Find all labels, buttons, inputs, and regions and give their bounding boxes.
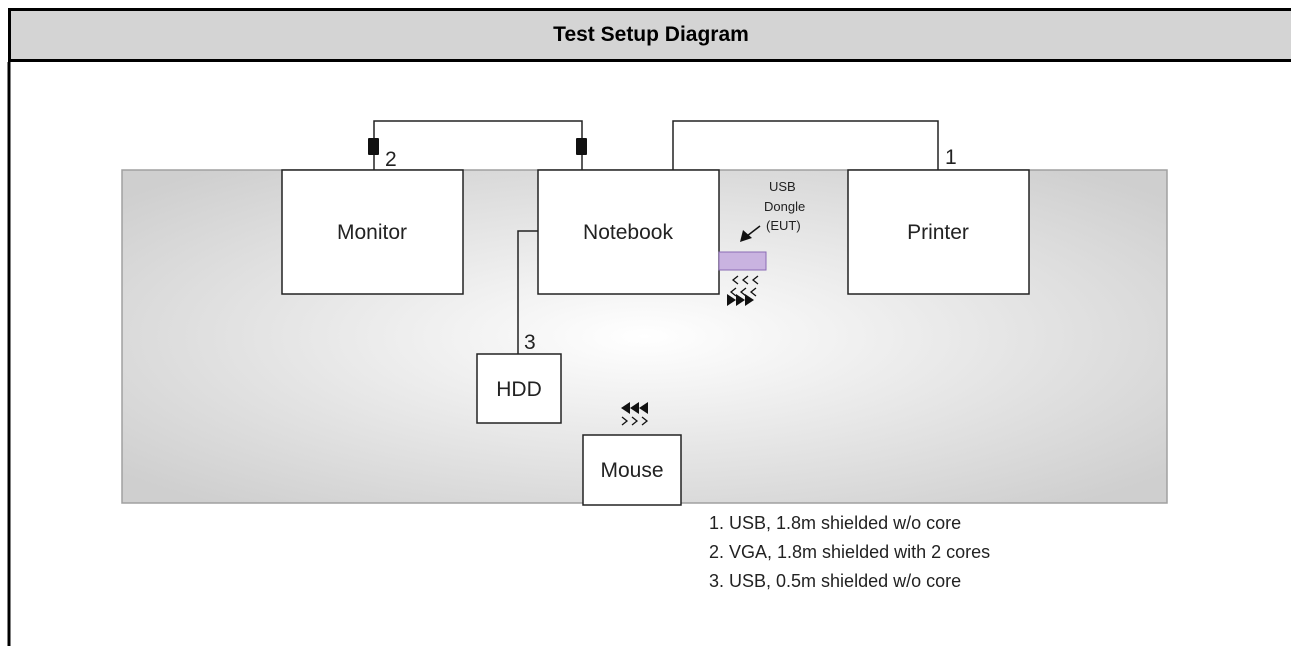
usb-dongle-eut: [718, 251, 767, 271]
printer-label: Printer: [907, 221, 969, 244]
dongle-label-line2: Dongle: [764, 199, 805, 214]
dongle-label-line1: USB: [769, 179, 796, 194]
mouse-device: Mouse: [582, 434, 682, 506]
mouse-label: Mouse: [600, 459, 663, 482]
cable-number-1: 1: [945, 146, 957, 169]
ferrite-core-icon: [368, 138, 379, 155]
wireless-signal-icon: [729, 275, 759, 297]
printer-device: Printer: [847, 169, 1030, 295]
page-title: Test Setup Diagram: [553, 23, 749, 46]
cable-number-3: 3: [524, 331, 536, 354]
ferrite-core-icon: [576, 138, 587, 155]
legend-item: 1. USB, 1.8m shielded w/o core: [709, 513, 961, 533]
usb-cable-3: [517, 230, 538, 354]
legend-item: 3. USB, 0.5m shielded w/o core: [709, 571, 961, 591]
notebook-label: Notebook: [583, 221, 673, 244]
dongle-label-line3: (EUT): [766, 218, 801, 233]
wireless-arrow-icon: [727, 294, 754, 306]
wireless-arrow-icon: [621, 402, 648, 414]
wireless-signal-icon: [621, 416, 649, 426]
legend-item: 2. VGA, 1.8m shielded with 2 cores: [709, 542, 990, 562]
diagram-header: Test Setup Diagram: [8, 8, 1291, 62]
monitor-label: Monitor: [337, 221, 407, 244]
cable-number-2: 2: [385, 148, 397, 171]
usb-cable-1: [672, 120, 939, 170]
notebook-device: Notebook: [537, 169, 720, 295]
hdd-device: HDD: [476, 353, 562, 424]
monitor-device: Monitor: [281, 169, 464, 295]
pointer-arrow-icon: [740, 225, 761, 242]
vga-cable-2: [373, 120, 583, 155]
cable-legend: 1. USB, 1.8m shielded w/o core 2. VGA, 1…: [709, 513, 990, 591]
hdd-label: HDD: [496, 378, 542, 401]
